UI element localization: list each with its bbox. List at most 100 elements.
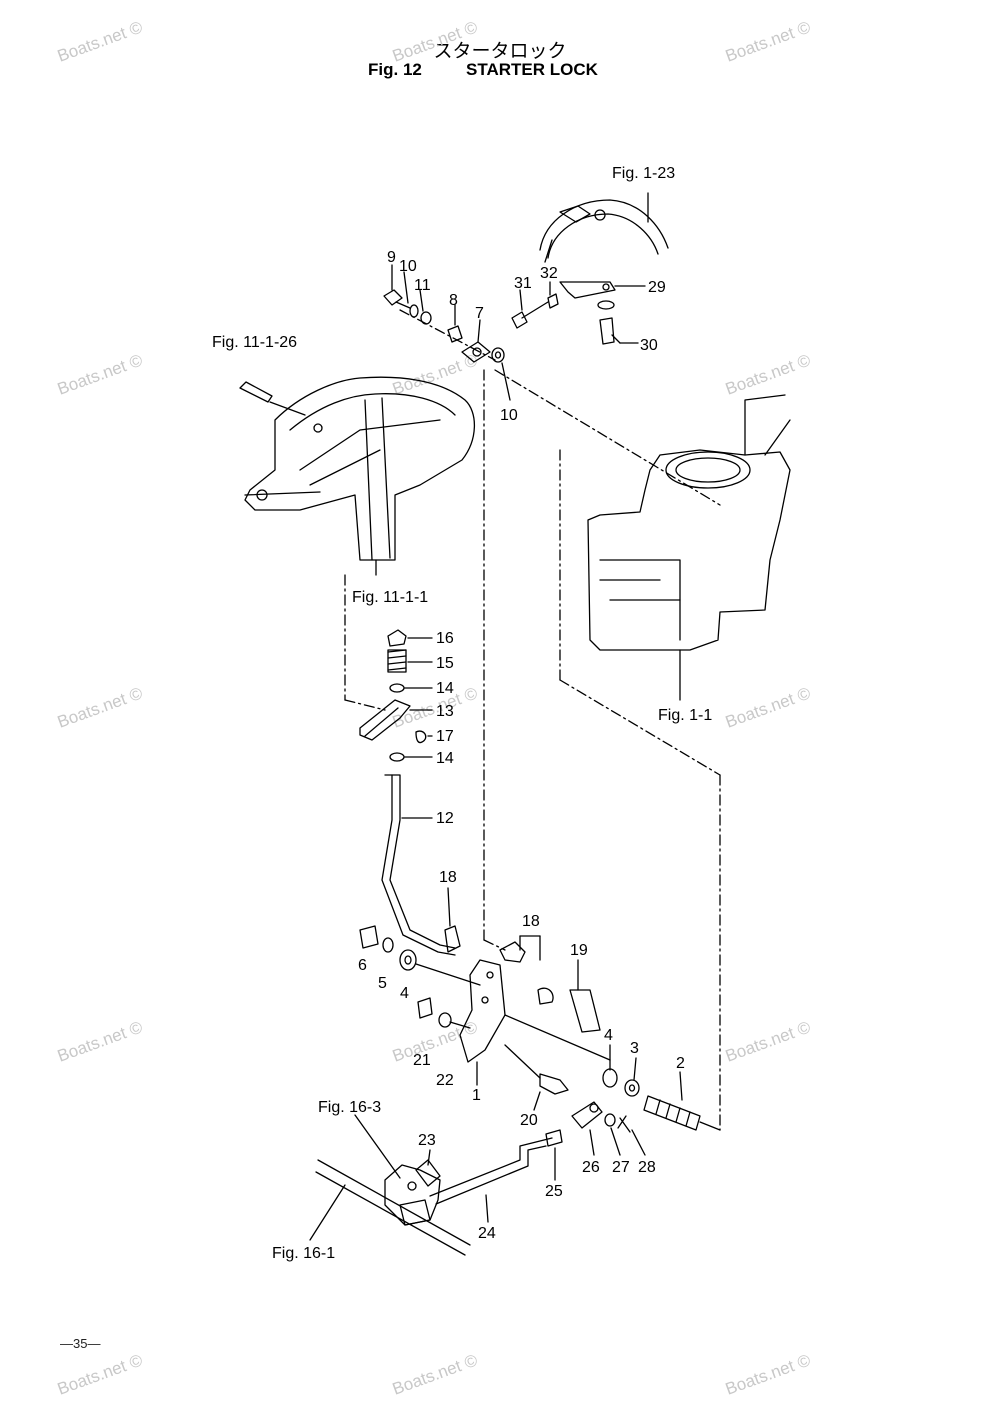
part-number: 2 <box>676 1055 685 1072</box>
part-number: 14 <box>436 680 454 697</box>
shaft-2 <box>643 1095 721 1131</box>
part-number: 15 <box>436 655 454 672</box>
nut-25 <box>545 1129 563 1147</box>
watermark: Boats.net © <box>723 683 814 731</box>
collar-4b <box>602 1068 618 1088</box>
part-number: 7 <box>475 305 484 322</box>
washer-10 <box>409 304 419 318</box>
part-number: 12 <box>436 810 454 827</box>
clip-23 <box>415 1159 441 1187</box>
ref-fig-1-23: Fig. 1-23 <box>612 165 675 182</box>
bracket-29 <box>559 281 616 299</box>
pin-28 <box>617 1115 631 1133</box>
part-number: 14 <box>436 750 454 767</box>
washer-10b <box>491 347 505 363</box>
part-number: 27 <box>612 1159 630 1176</box>
washer-11 <box>420 311 432 325</box>
part-number: 9 <box>387 249 396 266</box>
bolt-9 <box>383 289 411 309</box>
watermark: Boats.net © <box>55 1350 146 1398</box>
watermark: Boats.net © <box>390 17 481 65</box>
part-number: 25 <box>545 1183 563 1200</box>
page-number: —35— <box>60 1336 101 1351</box>
ref-fig-1-1: Fig. 1-1 <box>658 707 712 724</box>
part-number: 30 <box>640 337 658 354</box>
collar-4 <box>399 949 417 971</box>
joint-20 <box>539 1073 569 1095</box>
part-number: 1 <box>472 1087 481 1104</box>
spring-15 <box>387 649 407 673</box>
joint-26 <box>571 1101 603 1129</box>
washer-5 <box>382 937 394 953</box>
bracket-16-3-shape <box>384 1159 441 1226</box>
watermark: Boats.net © <box>723 17 814 65</box>
part-number: 18 <box>439 869 457 886</box>
ref-fig-16-3: Fig. 16-3 <box>318 1099 381 1116</box>
part-number: 31 <box>514 275 532 292</box>
part-number: 4 <box>400 985 409 1002</box>
nut-6 <box>359 925 379 949</box>
part-number: 5 <box>378 975 387 992</box>
part-number: 24 <box>478 1225 496 1242</box>
washer-27 <box>604 1113 616 1127</box>
watermark: Boats.net © <box>390 350 481 398</box>
figure-number: Fig. 12 <box>368 60 422 79</box>
clip-17 <box>415 730 427 744</box>
part-number: 22 <box>436 1072 454 1089</box>
clamp-18b <box>499 941 526 963</box>
part-number: 28 <box>638 1159 656 1176</box>
part-number: 10 <box>399 258 417 275</box>
bolt-30 <box>599 317 615 345</box>
part-number: 20 <box>520 1112 538 1129</box>
title-japanese: スタータロック <box>433 40 567 62</box>
part-number: 10 <box>500 407 518 424</box>
watermark: Boats.net © <box>723 1350 814 1398</box>
part-number: 6 <box>358 957 367 974</box>
part-number: 32 <box>540 265 558 282</box>
part-number: 3 <box>630 1040 639 1057</box>
watermark: Boats.net © <box>55 683 146 731</box>
part-number: 19 <box>570 942 588 959</box>
cap-16 <box>387 629 407 647</box>
part-number: 29 <box>648 279 666 296</box>
washer-22 <box>438 1012 452 1028</box>
part-number: 8 <box>449 292 458 309</box>
watermark: Boats.net © <box>390 1350 481 1398</box>
lever-1 <box>459 959 506 1063</box>
nut-32 <box>547 293 559 309</box>
washer-3 <box>624 1079 640 1097</box>
rod-24 <box>429 1137 553 1197</box>
part-number: 16 <box>436 630 454 647</box>
washer-14 <box>389 683 405 693</box>
starter-housing-ref-shape <box>539 199 669 263</box>
watermark: Boats.net © <box>723 1017 814 1065</box>
figure-title: STARTER LOCK <box>466 60 598 79</box>
bracket-housing-shape <box>239 376 476 561</box>
collar-8 <box>447 325 463 343</box>
nut-21 <box>417 997 433 1019</box>
washer-14b <box>389 752 405 762</box>
part-number: 13 <box>436 703 454 720</box>
engine-block-shape <box>587 394 791 651</box>
link-19 <box>569 989 601 1033</box>
lever-13 <box>359 699 411 741</box>
ref-fig-11-1-26: Fig. 11-1-26 <box>212 334 297 351</box>
part-number: 23 <box>418 1132 436 1149</box>
part-number: 17 <box>436 728 454 745</box>
plate-7 <box>461 341 491 363</box>
part-number: 4 <box>604 1027 613 1044</box>
part-number: 26 <box>582 1159 600 1176</box>
ref-fig-16-1: Fig. 16-1 <box>272 1245 335 1262</box>
watermark: Boats.net © <box>55 1017 146 1065</box>
bolt-31 <box>511 301 549 329</box>
part-number: 11 <box>414 277 431 294</box>
clip-18 <box>444 925 461 953</box>
shaft-16-1 <box>315 1159 471 1256</box>
watermark: Boats.net © <box>55 350 146 398</box>
watermark: Boats.net © <box>55 17 146 65</box>
ref-fig-11-1-1: Fig. 11-1-1 <box>352 589 428 606</box>
watermark: Boats.net © <box>723 350 814 398</box>
part-number: 21 <box>413 1052 431 1069</box>
rod-12 <box>389 774 456 949</box>
